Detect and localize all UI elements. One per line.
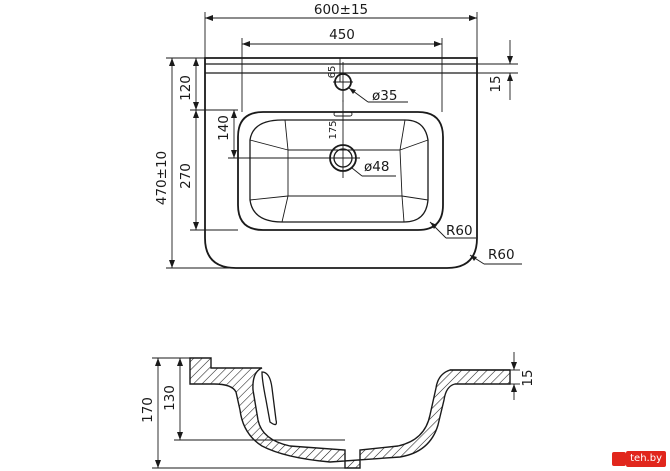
dim-side-170: 170	[140, 397, 156, 423]
dim-side-15: 15	[520, 369, 536, 386]
sink-outer-outline	[204, 57, 478, 269]
watermark: teh.by	[612, 451, 666, 467]
dim-drain-diameter: ø48	[364, 159, 389, 175]
dim-total-depth: 470±10	[154, 151, 170, 205]
dim-drain-offset: 175	[328, 120, 339, 139]
dim-depth-270: 270	[178, 163, 194, 189]
watermark-text: teh.by	[626, 451, 666, 467]
dim-inner-width: 450	[329, 27, 355, 43]
dim-tap-diameter: ø35	[372, 88, 397, 104]
bowl-outer-outline	[237, 111, 444, 231]
bowl-inner-outline	[249, 119, 429, 223]
dim-total-width: 600±15	[314, 2, 368, 18]
dim-depth-140: 140	[216, 115, 232, 141]
dim-top-15: 15	[488, 75, 504, 92]
dim-tap-offset: 65	[327, 66, 338, 79]
site-logo-icon	[612, 452, 627, 466]
dim-inner-radius: R60	[446, 223, 473, 239]
side-section-view: 170 130 15	[140, 352, 536, 469]
top-view: 600±15 450 470±10 120 270 140	[154, 2, 522, 269]
dim-outer-radius: R60	[488, 247, 515, 263]
dim-depth-120: 120	[178, 75, 194, 101]
dim-side-130: 130	[162, 385, 178, 411]
section-profile	[189, 357, 511, 469]
